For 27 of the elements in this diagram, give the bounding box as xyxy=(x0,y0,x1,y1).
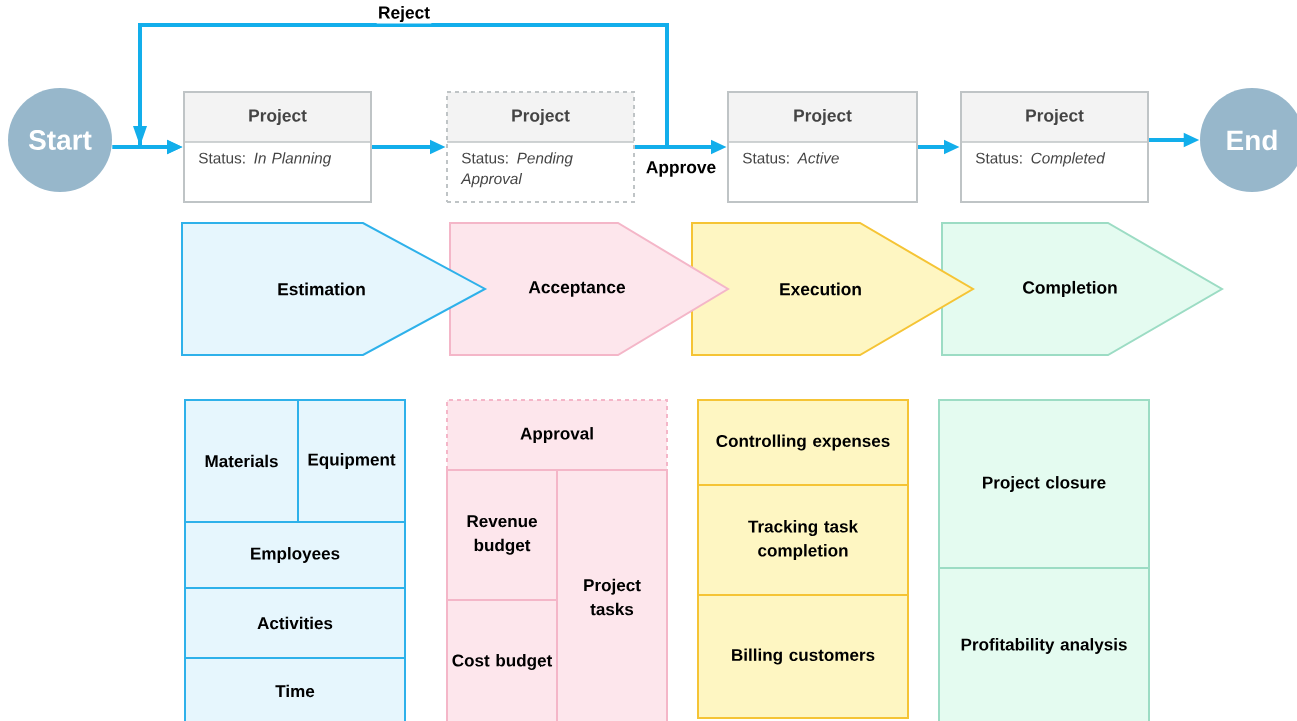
project-box: Project Status: Active xyxy=(727,91,918,203)
task-cell: Tracking task completion xyxy=(697,484,909,596)
phase-banner: Completion xyxy=(941,222,1224,356)
task-cell: Billing customers xyxy=(697,594,909,719)
project-box: Project Status: Pending Approval xyxy=(446,91,635,203)
task-cell: Controlling expenses xyxy=(697,399,909,486)
task-cell: Time xyxy=(184,657,406,721)
task-cell: Materials xyxy=(184,399,299,523)
task-cell: Cost budget xyxy=(446,599,558,721)
node-label: Project tasks xyxy=(584,578,641,616)
task-cell: Project closure xyxy=(938,399,1150,569)
phase-banner: Execution xyxy=(691,222,975,356)
project-box: Project Status: Completed xyxy=(960,91,1149,203)
project-box: Project Status: In Planning xyxy=(183,91,372,203)
node-label: Time xyxy=(275,684,315,698)
edge-label: Reject xyxy=(376,4,432,24)
task-cell: Employees xyxy=(184,521,406,589)
node-label: Profitability analysis xyxy=(961,638,1127,654)
task-cell: Equipment xyxy=(297,399,406,523)
task-cell: Revenue budget xyxy=(446,469,558,601)
task-cell: Profitability analysis xyxy=(938,567,1150,721)
task-cell: Activities xyxy=(184,587,406,659)
phase-banner: Acceptance xyxy=(449,222,730,356)
edge-label: Approve xyxy=(644,159,718,179)
node-label: Cost budget xyxy=(452,654,553,670)
phase-banner: Estimation xyxy=(181,222,488,356)
task-cell: Approval xyxy=(446,399,668,471)
